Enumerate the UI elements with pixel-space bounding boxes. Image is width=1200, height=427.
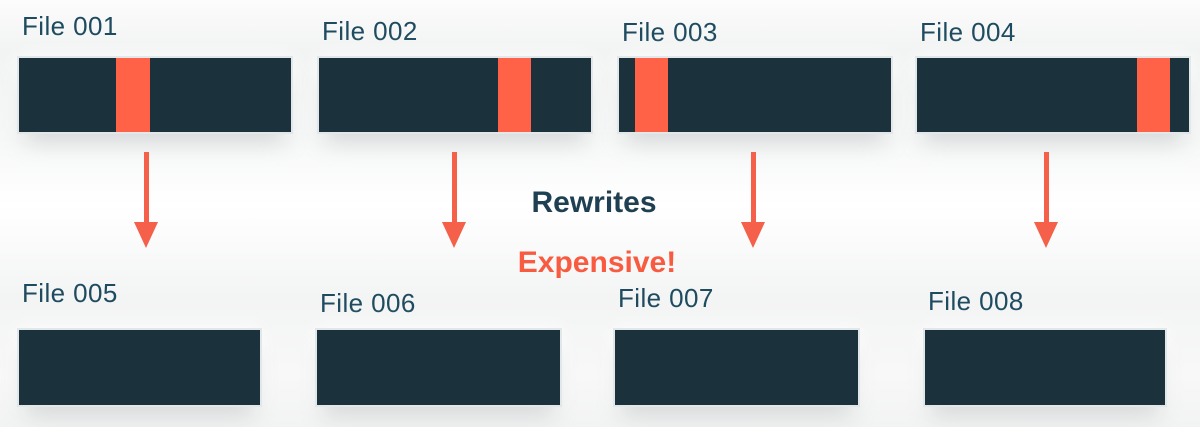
- file-003-rewrite-segment: [635, 58, 668, 132]
- arrow-shaft: [143, 152, 149, 223]
- arrow-head: [741, 222, 765, 248]
- file-002-rewrite-segment: [498, 58, 531, 132]
- file-001-label: File 001: [22, 11, 118, 41]
- file-002-bar: [317, 56, 593, 134]
- arrow-shaft: [1043, 152, 1049, 223]
- file-004-rewrite-segment: [1137, 58, 1170, 132]
- file-006-label: File 006: [320, 288, 416, 318]
- file-003-label: File 003: [622, 17, 718, 47]
- file-007-label: File 007: [618, 283, 714, 313]
- file-002-label: File 002: [322, 16, 418, 46]
- file-008-bar: [923, 328, 1167, 407]
- file-003-bar: [617, 56, 893, 134]
- arrow-shaft: [750, 152, 756, 223]
- expensive-caption: Expensive!: [517, 246, 677, 279]
- file-group-001: File 001: [17, 0, 293, 427]
- file-group-006: File 006: [315, 0, 562, 427]
- file-001-bar: [17, 56, 293, 134]
- file-005-label: File 005: [22, 278, 118, 308]
- file-005-bar: [17, 328, 262, 407]
- file-006-bar: [315, 328, 562, 407]
- arrow-head: [442, 222, 466, 248]
- arrow-shaft: [451, 152, 457, 223]
- arrow-head: [134, 222, 158, 248]
- file-007-bar: [613, 328, 860, 407]
- file-008-label: File 008: [928, 286, 1024, 316]
- file-group-005: File 005: [17, 0, 262, 427]
- file-004-label: File 004: [920, 17, 1016, 47]
- arrow-head: [1034, 222, 1058, 248]
- file-001-rewrite-segment: [116, 58, 150, 132]
- file-group-004: File 004: [915, 0, 1191, 427]
- rewrites-caption: Rewrites: [531, 186, 657, 219]
- file-004-bar: [915, 56, 1191, 134]
